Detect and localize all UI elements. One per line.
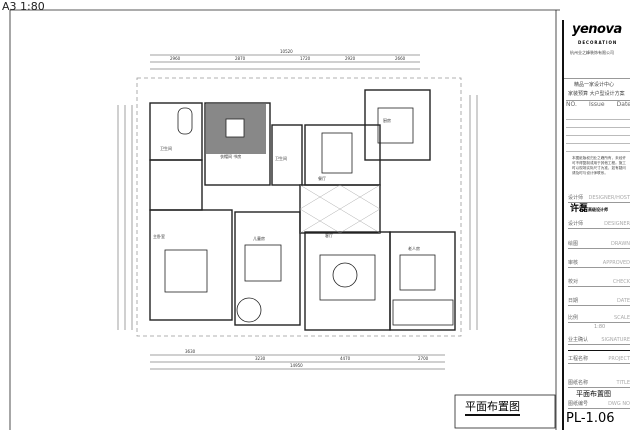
designer-title: 高级设计师 xyxy=(588,207,609,212)
room-label: 老人房 xyxy=(408,245,420,251)
dim-text: 2700 xyxy=(418,356,429,361)
room-master xyxy=(149,209,233,321)
room-label: 卫生间 xyxy=(275,155,287,161)
row-label: 审核 xyxy=(568,260,579,266)
notes: 本图纸版权归业之峰所有，未经许可不得复制或用于其他工程。施工时以现场实际尺寸为准… xyxy=(572,156,626,175)
room-label: 餐厅 xyxy=(318,175,326,181)
row-label-en: CHECK xyxy=(612,279,630,285)
owner-label-en: SIGNATURE xyxy=(601,337,630,343)
row-label-en: APPROVED xyxy=(602,260,630,266)
title-block: yenova DECORATION 杭州业之峰装饰有限公司 精品一家设计中心 家… xyxy=(562,20,630,430)
title-label: 图纸名称 xyxy=(568,380,589,386)
coffee-table xyxy=(332,262,358,288)
row-label: 设计师 xyxy=(568,221,584,227)
project-label-en: PROJECT xyxy=(608,356,630,362)
master-bed xyxy=(164,249,208,293)
sofa-area xyxy=(319,254,376,301)
site-boundary xyxy=(136,77,462,337)
bathtub xyxy=(177,107,193,135)
dim-text: 3230 xyxy=(255,356,266,361)
room-label: 厨房 xyxy=(383,117,391,123)
dim-text: 2920 xyxy=(345,56,356,61)
logo-subtitle: DECORATION xyxy=(578,40,618,45)
rev-issue: Issue xyxy=(589,101,605,108)
dim-text: 1720 xyxy=(300,56,311,61)
dim-text: 2960 xyxy=(170,56,181,61)
row-label: 校对 xyxy=(568,279,579,285)
elder-wardrobe xyxy=(392,299,454,326)
title-label-en: TITLE xyxy=(616,380,630,386)
room-dining xyxy=(304,124,381,186)
room-bath-2 xyxy=(271,124,303,186)
dim-text: 4470 xyxy=(340,356,351,361)
logo: yenova xyxy=(572,22,622,37)
designer-label-en: DESIGNER/HOST xyxy=(588,195,630,201)
company-name: 杭州业之峰装饰有限公司 xyxy=(570,50,614,55)
rev-no: NO. xyxy=(566,101,577,108)
room-label: 卫生间 xyxy=(160,145,172,151)
child-bed xyxy=(244,244,282,282)
room-label: 客厅 xyxy=(325,232,333,238)
row-label: 比例 xyxy=(568,315,579,321)
dining-table xyxy=(321,132,353,174)
room-label: 衣帽间 书房 xyxy=(220,153,241,159)
row-label-en: SCALE xyxy=(613,315,630,321)
owner-label: 业主确认 xyxy=(568,337,589,343)
scale-value: 1:80 xyxy=(594,324,606,330)
row-label: 日期 xyxy=(568,298,579,304)
row-label-en: DRAWN xyxy=(611,241,630,247)
dim-text: 2660 xyxy=(395,56,406,61)
room-living xyxy=(304,231,391,331)
room-elder xyxy=(389,231,456,331)
designer-name: 许磊高级设计师 xyxy=(570,204,609,214)
row-label-en: DESIGNER xyxy=(604,221,630,227)
room-study xyxy=(204,102,271,186)
floor-plan: 衣帽间 书房 卫生间 卫生间 餐厅 厨房 主卧室 儿童房 客厅 老人房 1052… xyxy=(9,9,560,430)
dwg-label: 图纸编号 xyxy=(568,401,589,407)
drawing-number: PL-1.06 xyxy=(566,411,615,426)
drawing-title: 平面布置图 xyxy=(576,390,611,398)
rev-date: Date xyxy=(616,101,630,108)
kitchen-island xyxy=(377,107,414,144)
dim-text: 14950 xyxy=(290,363,303,368)
designer-label: 设计师 xyxy=(568,195,584,201)
dimension-lines xyxy=(117,54,478,370)
dim-text: 3630 xyxy=(185,349,196,354)
elder-bed xyxy=(399,254,436,291)
room-bath-1 xyxy=(149,102,203,161)
row-label-en: DATE xyxy=(616,298,630,304)
room-label: 儿童房 xyxy=(253,235,265,241)
dwg-label-en: DWG NO xyxy=(608,401,630,407)
revision-table xyxy=(566,112,630,152)
room-child xyxy=(234,211,301,326)
project-label: 工程名称 xyxy=(568,356,589,362)
dim-text: 2870 xyxy=(235,56,246,61)
project-center: 精品一家设计中心 xyxy=(574,82,615,88)
project-subtitle: 家装预算 大户型设计方案 xyxy=(568,91,625,97)
room-kitchen xyxy=(364,89,431,161)
round-chair xyxy=(236,297,262,323)
walls xyxy=(149,89,456,331)
room-label: 主卧室 xyxy=(153,233,165,239)
dim-text: 10520 xyxy=(280,49,293,54)
revision-header: NO. Issue Date xyxy=(566,100,630,109)
row-label: 绘图 xyxy=(568,241,579,247)
plan-title: 平面布置图 xyxy=(465,398,520,416)
